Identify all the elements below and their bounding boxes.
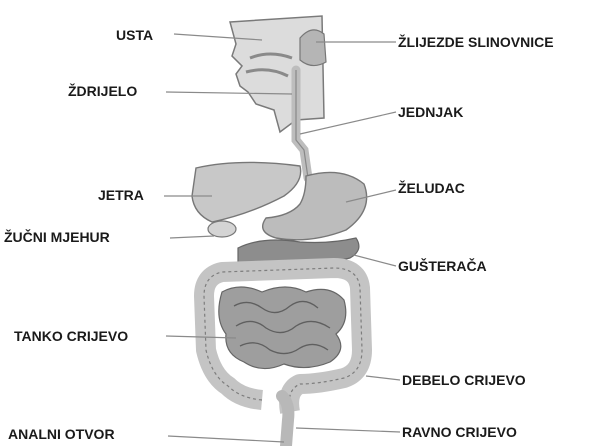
label-zlijezde-slinovnice: ŽLIJEZDE SLINOVNICE bbox=[398, 34, 554, 50]
gallbladder bbox=[208, 221, 236, 237]
label-zdrijelo: ŽDRIJELO bbox=[68, 83, 137, 99]
rectum bbox=[282, 396, 288, 446]
label-gusteraca: GUŠTERAČA bbox=[398, 258, 487, 274]
salivary-gland bbox=[300, 30, 326, 66]
label-tanko-crijevo: TANKO CRIJEVO bbox=[14, 328, 128, 344]
small-intestine bbox=[219, 287, 346, 369]
label-usta: USTA bbox=[116, 27, 153, 43]
label-ravno-crijevo: RAVNO CRIJEVO bbox=[402, 424, 517, 440]
label-analni-otvor: ANALNI OTVOR bbox=[8, 426, 115, 442]
label-jednjak: JEDNJAK bbox=[398, 104, 463, 120]
label-jetra: JETRA bbox=[98, 187, 144, 203]
label-debelo-crijevo: DEBELO CRIJEVO bbox=[402, 372, 526, 388]
liver bbox=[192, 162, 301, 222]
label-zeludac: ŽELUDAC bbox=[398, 180, 465, 196]
label-zucni-mjehur: ŽUČNI MJEHUR bbox=[4, 229, 110, 245]
